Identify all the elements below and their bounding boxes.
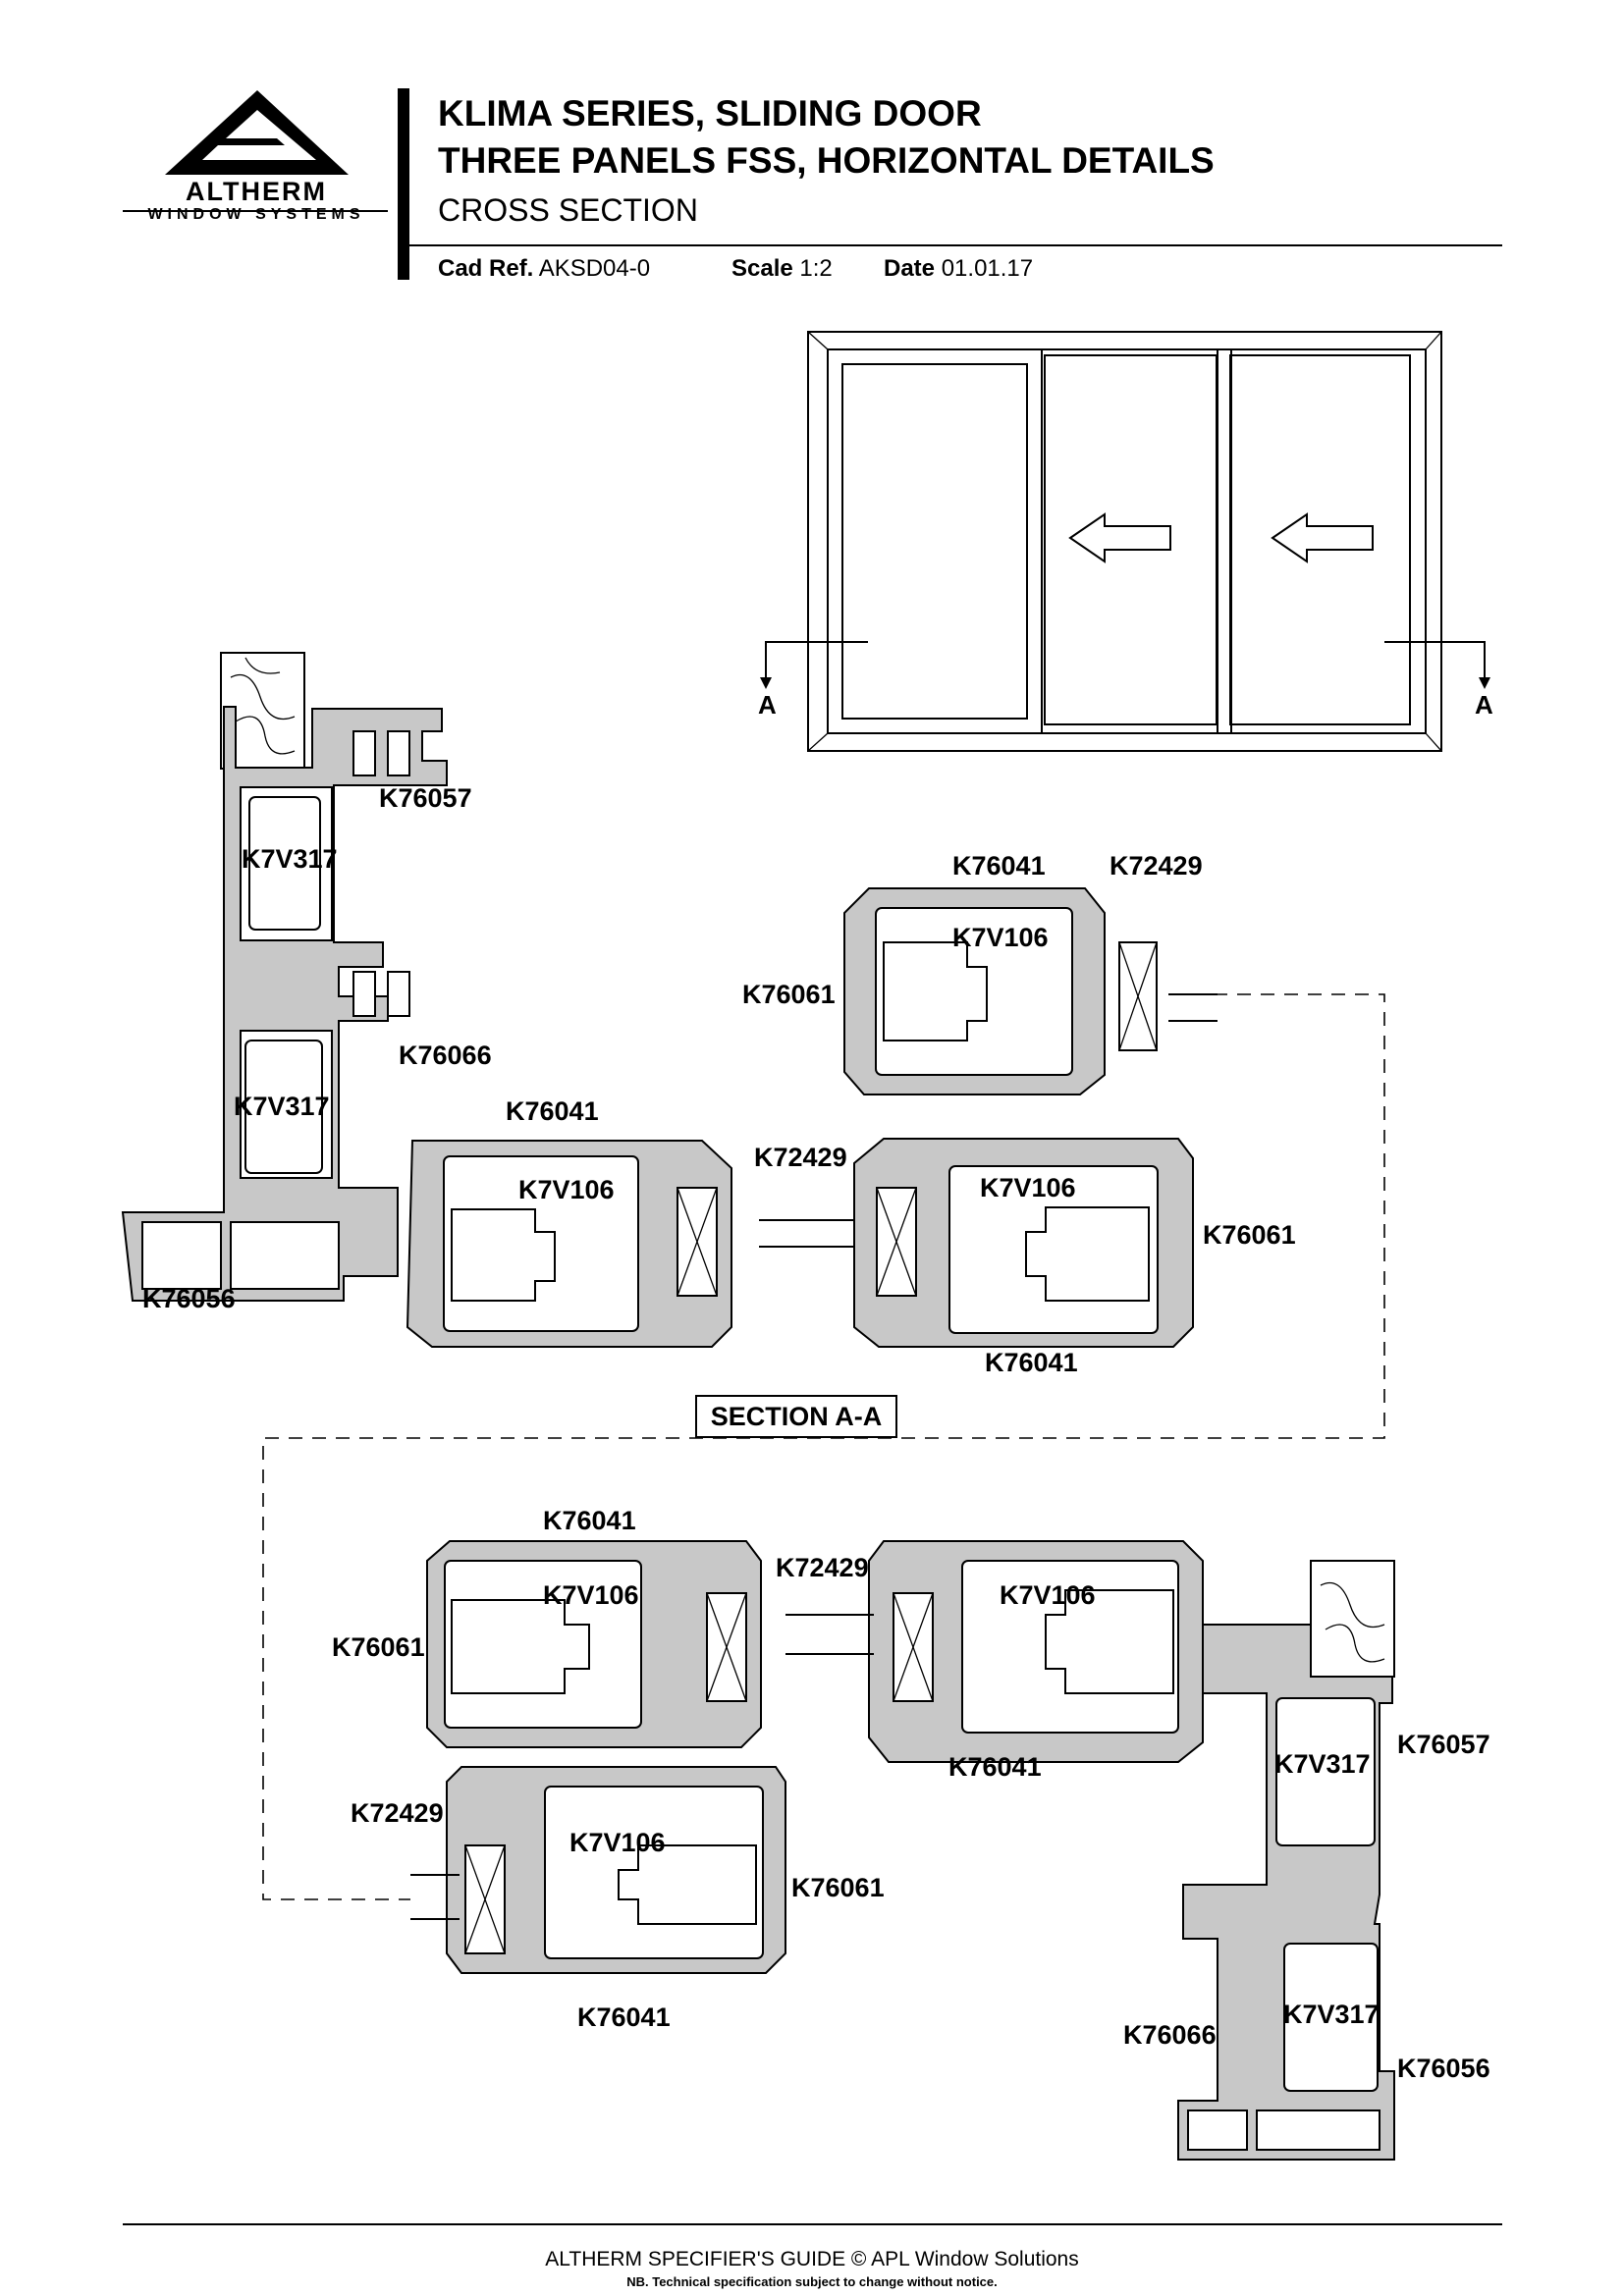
date-value: 01.01.17 xyxy=(941,255,1034,282)
jamb-assembly-top xyxy=(121,652,448,1302)
slide-arrow-icon xyxy=(1271,512,1374,563)
sash-bottom-right xyxy=(868,1540,1204,1763)
part-label: K76061 xyxy=(332,1632,425,1662)
jamb-assembly-bottom xyxy=(1177,1560,1395,2161)
section-break-line xyxy=(262,993,1385,1900)
glazing-lines-top xyxy=(759,993,1218,1248)
part-label: K72429 xyxy=(351,1798,444,1828)
part-label: K72429 xyxy=(754,1143,847,1172)
part-label: K76056 xyxy=(1397,2054,1490,2083)
title-line-3: CROSS SECTION xyxy=(438,192,698,228)
date: Date 01.01.17 xyxy=(884,255,1033,283)
part-label: K76061 xyxy=(791,1873,885,1902)
part-label: K7V317 xyxy=(242,844,338,874)
part-label: K7V106 xyxy=(569,1828,666,1857)
section-marker-left: A xyxy=(758,690,777,720)
part-label: K76061 xyxy=(742,980,836,1009)
sash-top-left xyxy=(406,1140,732,1348)
part-label: K7V106 xyxy=(980,1173,1076,1202)
section-marker-right: A xyxy=(1475,690,1493,720)
sash-top-right xyxy=(853,1138,1194,1348)
part-label: K72429 xyxy=(776,1553,869,1582)
title-bar xyxy=(398,88,409,280)
part-label: K76041 xyxy=(506,1096,599,1126)
part-label: K7V106 xyxy=(952,923,1049,952)
scale: Scale 1:2 xyxy=(731,255,833,283)
part-label: K76066 xyxy=(399,1041,492,1070)
part-label: K7V106 xyxy=(518,1175,615,1204)
slide-arrow-icon xyxy=(1068,512,1171,563)
date-label: Date xyxy=(884,255,936,282)
part-label: K7V106 xyxy=(543,1580,639,1610)
altherm-logo-mark xyxy=(123,90,388,212)
part-label: K7V106 xyxy=(1000,1580,1096,1610)
sash-bottom-lower xyxy=(446,1766,786,1974)
scale-value: 1:2 xyxy=(799,255,833,282)
part-label: K7V317 xyxy=(234,1092,330,1121)
part-label: K76056 xyxy=(142,1284,236,1313)
brand-name: ALTHERM xyxy=(186,177,327,206)
part-label: K72429 xyxy=(1110,851,1203,881)
cad-ref: Cad Ref. AKSD04-0 xyxy=(438,255,650,283)
door-elevation xyxy=(760,331,1490,752)
title-line-1: KLIMA SERIES, SLIDING DOOR xyxy=(438,93,982,133)
part-label: K76041 xyxy=(543,1506,636,1535)
part-label: K76057 xyxy=(1397,1730,1490,1759)
part-label: K76057 xyxy=(379,783,472,813)
cad-ref-value: AKSD04-0 xyxy=(538,255,651,282)
section-label: SECTION A-A xyxy=(695,1395,897,1438)
part-label: K76041 xyxy=(952,851,1046,881)
brand-subtitle: WINDOW SYSTEMS xyxy=(147,206,365,223)
glazing-lines-bottom xyxy=(410,1614,874,1920)
sash-bottom-left xyxy=(426,1540,762,1748)
part-label: K76041 xyxy=(985,1348,1078,1377)
part-label: K7V317 xyxy=(1274,1749,1371,1779)
scale-label: Scale xyxy=(731,255,793,282)
sash-top-middle xyxy=(843,887,1158,1095)
cad-ref-label: Cad Ref. xyxy=(438,255,534,282)
title-line-2: THREE PANELS FSS, HORIZONTAL DETAILS xyxy=(438,140,1215,181)
part-label: K76066 xyxy=(1123,2020,1217,2050)
part-label: K76041 xyxy=(948,1752,1042,1782)
part-label: K76061 xyxy=(1203,1220,1296,1250)
footer-line-1: ALTHERM SPECIFIER'S GUIDE © APL Window S… xyxy=(545,2248,1079,2270)
part-label: K7V317 xyxy=(1283,2000,1380,2029)
part-label: K76041 xyxy=(577,2002,671,2032)
footer-line-2: NB. Technical specification subject to c… xyxy=(626,2274,998,2289)
